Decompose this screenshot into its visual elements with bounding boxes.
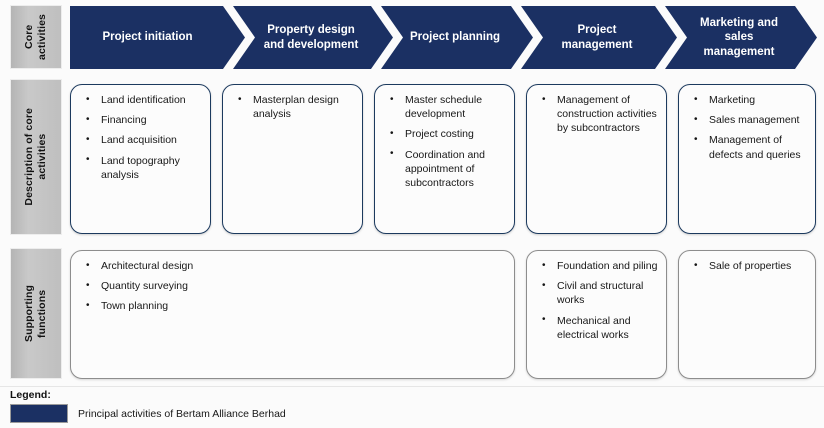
supporting-box-right: Sale of properties	[678, 250, 816, 379]
stage-chevron-project-management[interactable]: Project management	[521, 6, 677, 69]
legend-swatch-principal-activities	[10, 404, 68, 423]
row-label-supporting-text: Supporting functions	[23, 285, 48, 342]
list-item: Quantity surveying	[79, 279, 508, 293]
list-item: Masterplan design analysis	[231, 92, 356, 121]
list-item: Project costing	[383, 127, 508, 141]
list-item: Master schedule development	[383, 92, 508, 121]
description-list-marketing-sales: Marketing Sales management Management of…	[687, 92, 809, 162]
stage-chevron-marketing-sales[interactable]: Marketing and sales management	[665, 6, 817, 69]
supporting-list-middle: Foundation and piling Civil and structur…	[535, 258, 660, 342]
list-item: Financing	[79, 113, 204, 127]
list-item: Management of defects and queries	[687, 133, 809, 161]
legend-divider	[0, 386, 824, 387]
legend-title: Legend:	[10, 389, 51, 401]
list-item: Architectural design	[79, 258, 508, 273]
row-label-description-of-core-activities: Description of core activities	[10, 79, 62, 235]
description-box-project-initiation: Land identification Financing Land acqui…	[70, 84, 211, 234]
description-list-project-initiation: Land identification Financing Land acqui…	[79, 92, 204, 182]
description-box-property-design: Masterplan design analysis	[222, 84, 363, 234]
legend-label-principal-activities: Principal activities of Bertam Alliance …	[78, 408, 286, 420]
description-box-project-management: Management of construction activities by…	[526, 84, 667, 234]
list-item: Coordination and appointment of subcontr…	[383, 147, 508, 191]
list-item: Mechanical and electrical works	[535, 313, 660, 342]
list-item: Marketing	[687, 92, 809, 107]
row-label-core-activities: Core activities	[10, 5, 62, 69]
list-item: Foundation and piling	[535, 258, 660, 273]
stage-chevron-project-planning[interactable]: Project planning	[381, 6, 533, 69]
list-item: Sale of properties	[687, 258, 809, 273]
supporting-list-left: Architectural design Quantity surveying …	[79, 258, 508, 314]
stage-chevron-property-design[interactable]: Property design and development	[233, 6, 393, 69]
stage-title-marketing-sales: Marketing and sales management	[700, 16, 778, 58]
description-list-project-planning: Master schedule development Project cost…	[383, 92, 508, 191]
stage-title-project-planning: Project planning	[409, 31, 501, 44]
list-item: Civil and structural works	[535, 279, 660, 307]
list-item: Sales management	[687, 113, 809, 127]
description-list-project-management: Management of construction activities by…	[535, 93, 660, 136]
supporting-box-middle: Foundation and piling Civil and structur…	[526, 250, 667, 379]
stage-title-project-management: Project management	[561, 24, 633, 51]
list-item: Management of construction activities by…	[535, 93, 660, 136]
list-item: Land identification	[79, 92, 204, 107]
stage-chevron-project-initiation[interactable]: Project initiation	[70, 6, 245, 69]
row-label-supporting-functions: Supporting functions	[10, 248, 62, 379]
stage-title-property-design: Property design and development	[263, 24, 359, 51]
stage-title-project-initiation: Project initiation	[102, 31, 193, 44]
row-label-core-activities-text: Core activities	[23, 14, 48, 60]
list-item: Town planning	[79, 299, 508, 313]
description-box-project-planning: Master schedule development Project cost…	[374, 84, 515, 234]
list-item: Land topography analysis	[79, 153, 204, 182]
list-item: Land acquisition	[79, 133, 204, 147]
supporting-list-right: Sale of properties	[687, 258, 809, 273]
description-box-marketing-sales: Marketing Sales management Management of…	[678, 84, 816, 234]
supporting-box-left: Architectural design Quantity surveying …	[70, 250, 515, 379]
row-label-description-text: Description of core activities	[23, 108, 48, 206]
description-list-property-design: Masterplan design analysis	[231, 92, 356, 121]
